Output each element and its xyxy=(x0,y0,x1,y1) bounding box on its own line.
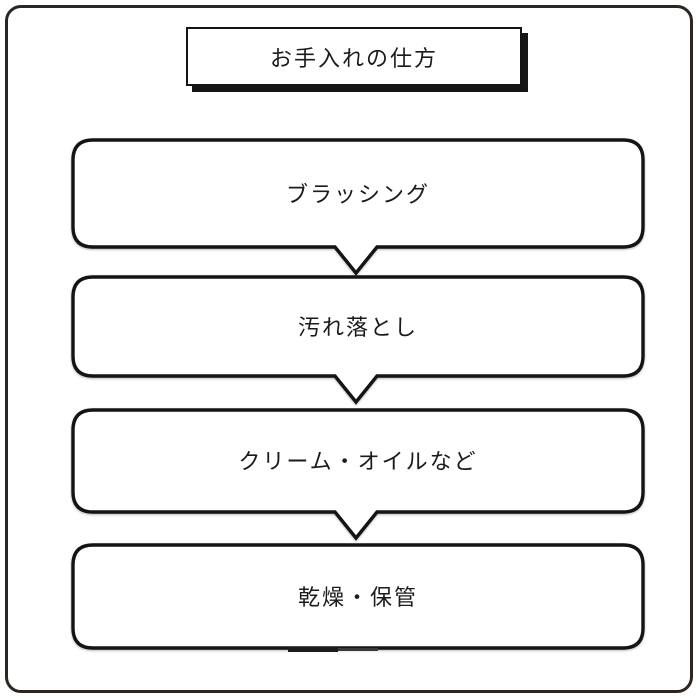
title-label: お手入れの仕方 xyxy=(269,45,438,71)
step-bubble-shape xyxy=(71,138,645,276)
step-label-cleaning: 汚れ落とし xyxy=(297,314,418,340)
step-bubble-graphic xyxy=(71,543,645,650)
step-box-dry-store: 乾燥・保管 xyxy=(71,543,645,655)
cropped-notch-artifact xyxy=(338,648,378,651)
step-box-brushing: ブラッシング xyxy=(71,138,645,278)
step-bubble-graphic xyxy=(71,275,645,405)
step-bubble-shape xyxy=(71,408,645,541)
step-bubble-graphic xyxy=(71,138,645,276)
step-label-brushing: ブラッシング xyxy=(285,181,430,207)
step-label-dry-store: 乾燥・保管 xyxy=(297,584,418,610)
step-label-cream-oil: クリーム・オイルなど xyxy=(238,449,478,474)
step-bubble-graphic xyxy=(71,408,645,541)
cropped-notch-artifact xyxy=(288,647,338,652)
step-box-cream-oil: クリーム・オイルなど xyxy=(71,408,645,543)
step-box-cleaning: 汚れ落とし xyxy=(71,275,645,407)
step-bubble-shape xyxy=(71,275,645,405)
step-bubble-shape xyxy=(71,543,645,650)
title-box: お手入れの仕方 xyxy=(186,27,522,86)
